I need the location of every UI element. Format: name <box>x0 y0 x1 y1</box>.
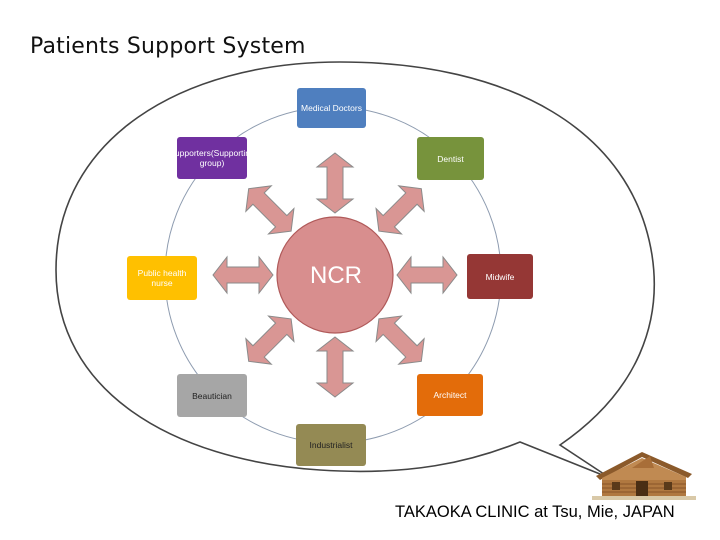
arrow-supporters <box>245 185 295 235</box>
wooden-house-icon <box>592 452 696 500</box>
center-label: NCR <box>310 262 362 289</box>
node-label: Medical Doctors <box>301 103 362 113</box>
node-dentist: Dentist <box>417 137 484 180</box>
speech-bubble-outline <box>55 61 655 479</box>
arrow-dentist <box>375 185 425 235</box>
page-title: Patients Support System <box>30 34 306 59</box>
arrow-industrialist <box>315 336 355 398</box>
node-label: Dentist <box>437 153 464 164</box>
node-industrialist: Industrialist <box>296 424 366 466</box>
node-label: Midwife <box>485 271 515 282</box>
node-label: Supporters(Supporting group) <box>169 148 255 168</box>
arrow-midwife <box>396 255 458 295</box>
node-medical-doctors: Medical Doctors <box>297 88 366 128</box>
node-public-health-nurse: Public health nurse <box>127 256 197 300</box>
arrow-group <box>212 152 458 398</box>
node-label: Public health nurse <box>137 268 187 288</box>
node-label: Beautician <box>192 390 232 401</box>
arrow-architect <box>375 315 425 365</box>
arrow-medical-doctors <box>315 152 355 214</box>
arrow-beautician <box>245 315 295 365</box>
node-supporters: Supporters(Supporting group) <box>169 137 255 179</box>
node-label: Industrialist <box>309 440 353 450</box>
footer-caption: TAKAOKA CLINIC at Tsu, Mie, JAPAN <box>395 503 675 521</box>
node-label: Architect <box>433 390 467 400</box>
node-midwife: Midwife <box>467 254 533 299</box>
node-architect: Architect <box>417 374 483 416</box>
center-circle <box>276 216 394 334</box>
node-beautician: Beautician <box>177 374 247 417</box>
arrow-public-health-nurse <box>212 255 274 295</box>
